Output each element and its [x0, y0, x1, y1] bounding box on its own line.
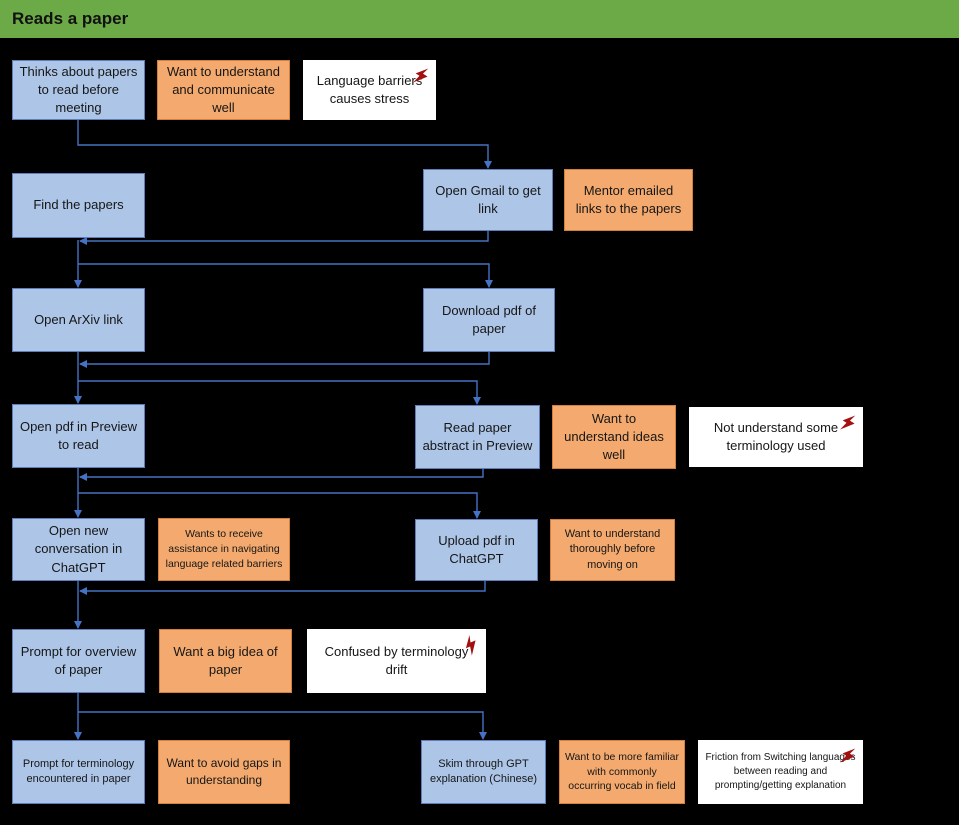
arrowhead-icon: [74, 280, 82, 288]
arrowhead-icon: [79, 237, 87, 245]
thought-node: Want to understand ideas well: [552, 405, 676, 469]
arrowhead-icon: [74, 396, 82, 404]
arrowhead-icon: [485, 280, 493, 288]
connector-line: [78, 263, 490, 287]
arrowhead-icon: [79, 473, 87, 481]
thought-node: Want to be more familiar with commonly o…: [559, 740, 685, 804]
node-label: Wants to receive assistance in navigatin…: [165, 528, 283, 570]
node-label: Friction from Switching languages betwee…: [705, 752, 856, 791]
action-node: Thinks about papers to read before meeti…: [12, 60, 145, 120]
node-label: Find the papers: [33, 197, 124, 213]
thought-node: Want to understand and communicate well: [157, 60, 290, 120]
thought-node: Want to avoid gaps in understanding: [158, 740, 290, 804]
action-node: Upload pdf in ChatGPT: [415, 519, 538, 581]
node-label: Want to avoid gaps in understanding: [166, 756, 282, 787]
node-label: Read paper abstract in Preview: [422, 419, 533, 453]
action-node: Download pdf of paper: [423, 288, 555, 352]
arrowhead-icon: [74, 732, 82, 740]
connector-line: [77, 120, 489, 168]
node-label: Skim through GPT explanation (Chinese): [429, 757, 537, 785]
action-node: Open ArXiv link: [12, 288, 145, 352]
pain-node: Not understand some terminology used: [689, 407, 863, 467]
connector-line: [80, 352, 490, 365]
arrowhead-icon: [79, 360, 87, 368]
thought-node: Want to understand thoroughly before mov…: [550, 519, 675, 581]
node-label: Mentor emailed links to the papers: [575, 182, 682, 216]
node-label: Open ArXiv link: [34, 311, 123, 327]
arrowhead-icon: [484, 161, 492, 169]
node-label: Want to understand and communicate well: [167, 63, 280, 116]
node-label: Open pdf in Preview to read: [19, 418, 138, 452]
arrowhead-icon: [74, 510, 82, 518]
arrowhead-icon: [74, 621, 82, 629]
node-label: Thinks about papers to read before meeti…: [19, 63, 138, 116]
arrowhead-icon: [473, 397, 481, 405]
action-node: Find the papers: [12, 173, 145, 238]
node-label: Download pdf of paper: [442, 302, 536, 336]
node-label: Want to be more familiar with commonly o…: [565, 750, 679, 793]
arrowhead-icon: [473, 511, 481, 519]
connector-line: [78, 711, 484, 739]
lightning-bolt-icon: [840, 415, 856, 430]
action-node: Prompt for overview of paper: [12, 629, 145, 693]
node-label: Language barriers causes stress: [316, 72, 423, 106]
thought-node: Wants to receive assistance in navigatin…: [158, 518, 290, 581]
node-label: Open Gmail to get link: [435, 182, 541, 216]
pain-node: Friction from Switching languages betwee…: [698, 740, 863, 804]
header-bar: Reads a paper: [0, 0, 959, 38]
node-label: Prompt for terminology encountered in pa…: [22, 757, 135, 785]
action-node: Open new conversation in ChatGPT: [12, 518, 145, 581]
lightning-bolt-icon: [413, 68, 429, 83]
node-label: Prompt for overview of paper: [20, 643, 137, 677]
action-node: Prompt for terminology encountered in pa…: [12, 740, 145, 804]
node-label: Want to understand thoroughly before mov…: [564, 527, 661, 571]
arrowhead-icon: [479, 732, 487, 740]
action-node: Open pdf in Preview to read: [12, 404, 145, 468]
thought-node: Mentor emailed links to the papers: [564, 169, 693, 231]
node-label: Not understand some terminology used: [713, 419, 839, 453]
node-label: Upload pdf in ChatGPT: [438, 532, 515, 566]
pain-node: Language barriers causes stress: [303, 60, 436, 120]
pain-node: Confused by terminology drift: [307, 629, 486, 693]
connector-line: [80, 581, 486, 592]
action-node: Open Gmail to get link: [423, 169, 553, 231]
page-title: Reads a paper: [12, 9, 129, 28]
node-label: Want to understand ideas well: [564, 410, 664, 463]
connector-line: [80, 231, 489, 242]
connector-line: [80, 469, 484, 478]
node-label: Want a big idea of paper: [173, 643, 278, 677]
lightning-bolt-icon: [465, 635, 476, 656]
node-label: Open new conversation in ChatGPT: [34, 523, 123, 575]
connector-line: [78, 492, 478, 518]
action-node: Skim through GPT explanation (Chinese): [421, 740, 546, 804]
node-label: Confused by terminology drift: [324, 643, 469, 677]
action-node: Read paper abstract in Preview: [415, 405, 540, 469]
arrowhead-icon: [79, 587, 87, 595]
thought-node: Want a big idea of paper: [159, 629, 292, 693]
connector-line: [78, 380, 478, 404]
lightning-bolt-icon: [840, 748, 856, 763]
